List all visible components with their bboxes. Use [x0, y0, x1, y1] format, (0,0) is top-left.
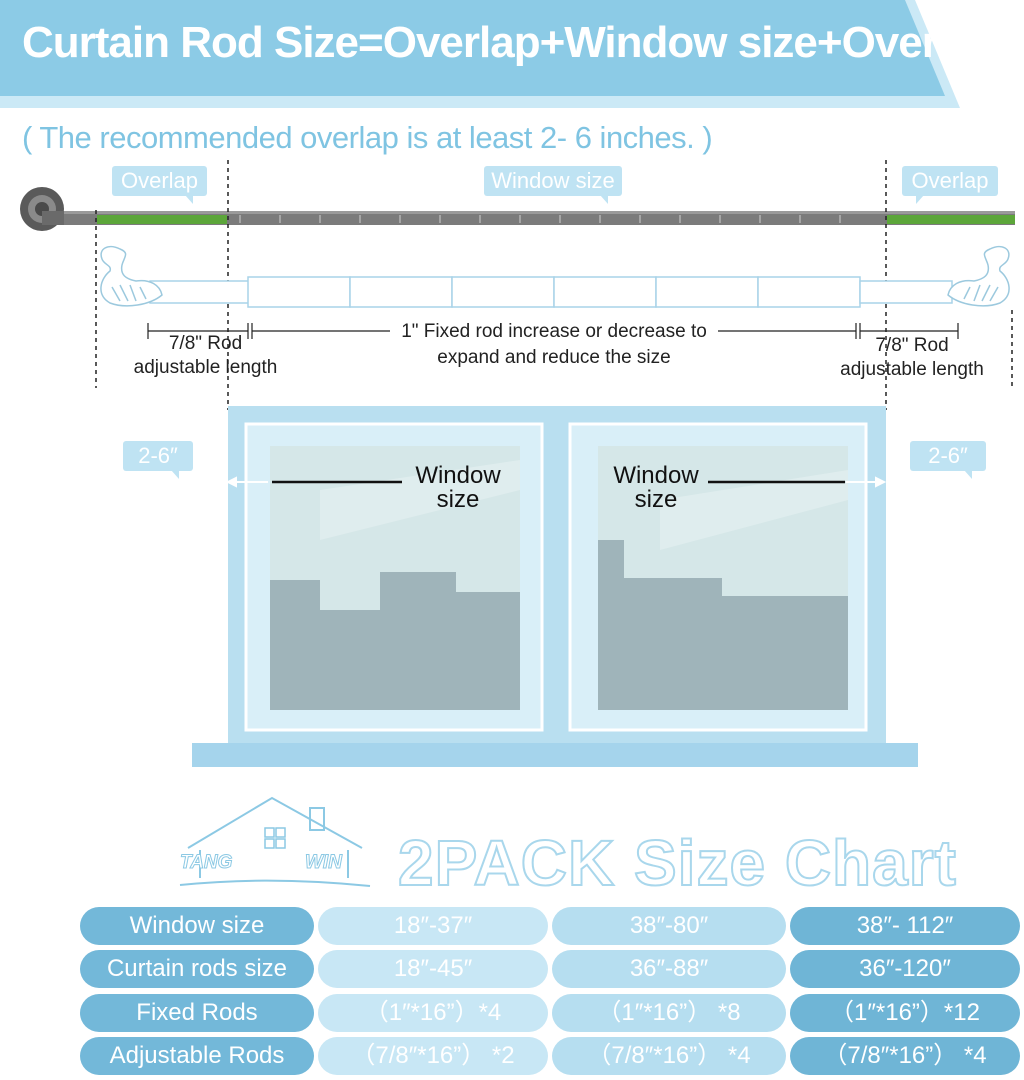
row-header-fixed-rods: Fixed Rods: [80, 994, 314, 1032]
table-cell: （1″*16”）*4: [318, 994, 548, 1032]
brand-word-2: WIN: [305, 852, 343, 874]
fixed-rod-label-line1: 1" Fixed rod increase or decrease to: [401, 321, 707, 342]
swan-finial-right-icon: [947, 245, 1010, 307]
overlap-label-right: Overlap: [902, 166, 998, 204]
left-pane-label-line2: size: [436, 486, 480, 513]
guide-lines: [95, 160, 1013, 410]
measuring-tape-graphic: [20, 187, 1015, 231]
table-cell: 36″-88″: [552, 950, 786, 988]
gap-label-left: 2-6″: [123, 441, 193, 479]
window-icon: [264, 827, 286, 849]
left-adjustable-rod-label: 7/8" Rod adjustable length: [133, 333, 278, 378]
fixed-rod-segment: [247, 276, 351, 308]
table-cell: 18″-45″: [318, 950, 548, 988]
swan-finial-left-icon: [100, 245, 163, 307]
overlap-segment-right: [887, 215, 1015, 224]
header-banner: [0, 0, 960, 108]
overlap-segment-left: [97, 215, 227, 224]
row-header-curtain-rods-size: Curtain rods size: [80, 950, 314, 988]
table-cell: 18″-37″: [318, 907, 548, 945]
fixed-rod-label-line2: expand and reduce the size: [437, 347, 671, 368]
right-adjustable-rod-label: 7/8" Rod adjustable length: [840, 335, 984, 380]
overlap-recommendation: ( The recommended overlap is at least 2-…: [22, 120, 713, 155]
overlap-label-left: Overlap: [112, 166, 207, 204]
brand-word-1: TANG: [179, 852, 233, 874]
window-size-label: Window size: [484, 166, 622, 204]
table-cell: （7/8″*16”） *2: [318, 1037, 548, 1075]
right-pane-label-line2: size: [634, 486, 678, 513]
size-chart-heading: 2PACK Size Chart: [397, 826, 957, 900]
rod-dimension-lines: [147, 323, 959, 339]
right-pane-label-line1: Window: [613, 462, 699, 489]
table-cell: （7/8″*16”） *4: [552, 1037, 786, 1075]
table-cell: 38″-80″: [552, 907, 786, 945]
table-cell: 38″- 112″: [790, 907, 1020, 945]
table-cell: 36″-120″: [790, 950, 1020, 988]
gap-label-right: 2-6″: [910, 441, 986, 479]
curtain-rod-graphic: [100, 245, 1010, 308]
table-cell: （7/8″*16”） *4: [790, 1037, 1020, 1075]
row-header-adjustable-rods: Adjustable Rods: [80, 1037, 314, 1075]
table-cell: （1″*16”）*12: [790, 994, 1020, 1032]
row-header-window-size: Window size: [80, 907, 314, 945]
brand-logo: [179, 796, 371, 887]
left-pane-label-line1: Window: [415, 462, 501, 489]
table-cell: （1″*16”） *8: [552, 994, 786, 1032]
window-illustration: [192, 406, 918, 767]
page-title: Curtain Rod Size=Overlap+Window size+Ove…: [22, 18, 999, 67]
